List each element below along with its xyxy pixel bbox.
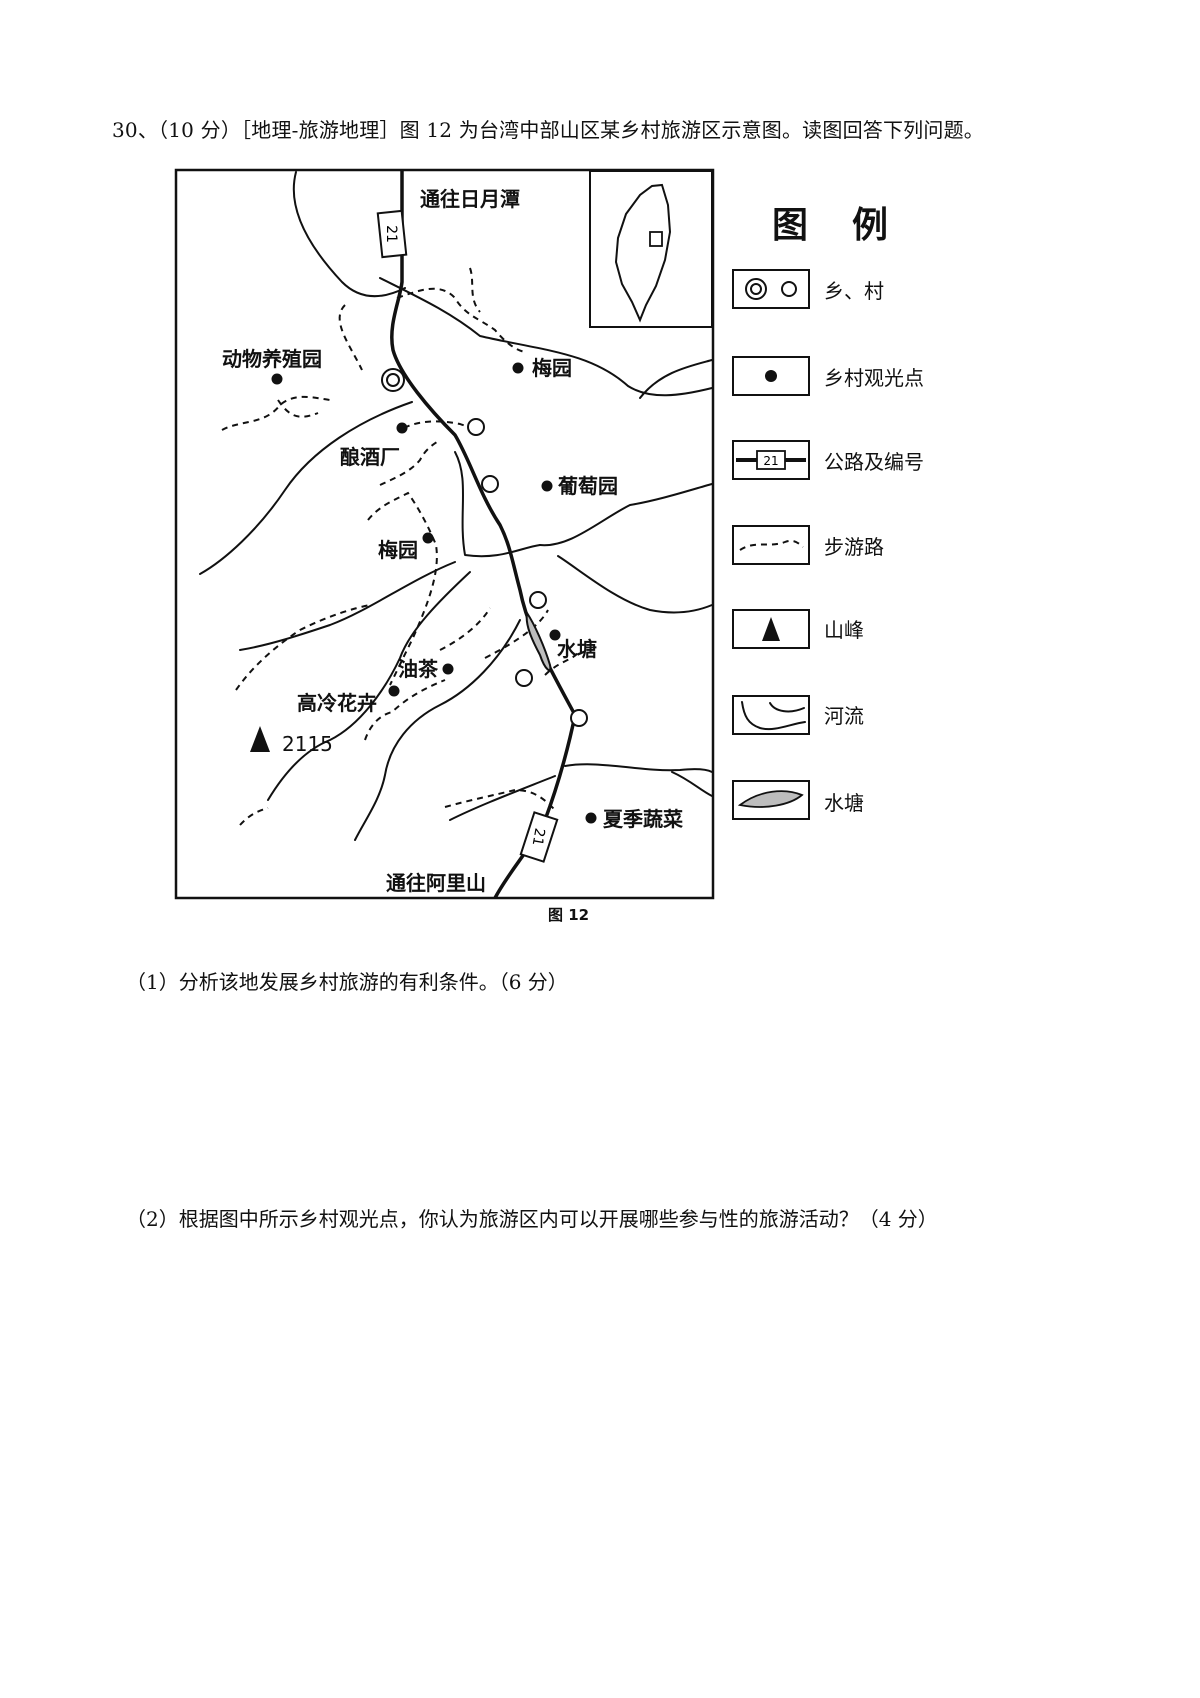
figure-caption: 图 12: [548, 906, 589, 924]
locator-box: [649, 231, 663, 247]
village-markers: [467, 418, 588, 727]
town-icon: [745, 278, 767, 300]
label-to-riyuetan: 通往日月潭: [420, 187, 520, 211]
sub-question-1: （1）分析该地发展乡村旅游的有利条件。（6 分）: [126, 970, 568, 994]
label-to-alishan: 通往阿里山: [386, 871, 486, 895]
spot-brewery: [396, 422, 408, 434]
mountain-peak-icon: [250, 726, 270, 752]
legend-item-highway: 21 公路及编号: [732, 440, 924, 480]
highway-shield-south: 21: [519, 811, 559, 863]
taiwan-outline: [614, 183, 672, 323]
label-brewery: 酿酒厂: [340, 445, 400, 469]
legend-label: 乡、村: [824, 279, 884, 303]
legend-label: 公路及编号: [824, 450, 924, 474]
legend-item-town-village: 乡、村: [732, 269, 884, 309]
trail-icon: [739, 539, 804, 551]
legend-item-trail: 步游路: [732, 525, 884, 565]
sightseeing-spot-icon: [765, 370, 777, 382]
legend: 图 例 乡、村 乡村观光点 21 公路及编号 步游路: [732, 205, 924, 820]
highway-shield-north: 21: [376, 209, 408, 259]
legend-title: 图 例: [772, 205, 892, 246]
village-marker: [529, 591, 547, 609]
highway-icon: [756, 450, 786, 470]
village-marker: [481, 475, 499, 493]
spot-plum-garden-ne: [512, 362, 524, 374]
hiking-trails: [221, 267, 581, 826]
highway-21: 21 21: [376, 170, 577, 899]
legend-label: 水塘: [824, 791, 864, 815]
pond-icon: [737, 790, 804, 808]
road-number-north: 21: [383, 225, 399, 243]
pond: [525, 610, 552, 672]
village-marker: [570, 709, 588, 727]
sub-question-2: （2）根据图中所示乡村观光点，你认为旅游区内可以开展哪些参与性的旅游活动？（4 …: [126, 1207, 938, 1231]
legend-label: 步游路: [824, 535, 884, 559]
label-pond: 水塘: [557, 637, 597, 661]
label-alpine-flowers: 高冷花卉: [297, 691, 377, 715]
legend-item-river: 河流: [732, 695, 864, 735]
taiwan-inset: [589, 170, 713, 328]
spot-plum-garden-w: [422, 532, 434, 544]
river-icon: [741, 701, 806, 731]
label-animal-farm: 动物养殖园: [222, 347, 322, 371]
label-vineyard: 葡萄园: [557, 474, 618, 498]
town-marker: [381, 368, 405, 392]
spot-pond: [549, 629, 561, 641]
peak-icon: [762, 617, 780, 641]
sightseeing-spots: [271, 362, 597, 824]
legend-label: 河流: [824, 704, 864, 728]
label-summer-vegetables: 夏季蔬菜: [603, 807, 683, 831]
road-number-south: 21: [529, 827, 548, 847]
label-tea-oil: 油茶: [398, 657, 439, 681]
legend-label: 乡村观光点: [824, 366, 924, 390]
question-title: 30、（10 分）［地理-旅游地理］图 12 为台湾中部山区某乡村旅游区示意图。…: [112, 118, 984, 142]
label-peak-elevation: 2115: [282, 732, 333, 756]
label-plum-garden-ne: 梅园: [532, 356, 572, 380]
map-frame: [174, 168, 715, 900]
rivers: [199, 171, 713, 841]
village-marker: [467, 418, 485, 436]
spot-alpine-flowers: [388, 685, 400, 697]
village-icon: [781, 281, 797, 297]
legend-item-sightseeing: 乡村观光点: [732, 356, 924, 396]
village-marker: [515, 669, 533, 687]
spot-summer-vegetables: [585, 812, 597, 824]
label-plum-garden-w: 梅园: [378, 538, 418, 562]
legend-road-number: 21: [763, 454, 778, 468]
legend-label: 山峰: [824, 618, 864, 642]
spot-animal-farm: [271, 373, 283, 385]
legend-item-peak: 山峰: [732, 609, 864, 649]
figure-12: 21 21 通往日月潭 通往阿里山 动物养殖园 梅园 酿酒厂: [174, 168, 924, 924]
spot-vineyard: [541, 480, 553, 492]
spot-tea-oil: [442, 663, 454, 675]
legend-item-pond: 水塘: [732, 780, 864, 820]
